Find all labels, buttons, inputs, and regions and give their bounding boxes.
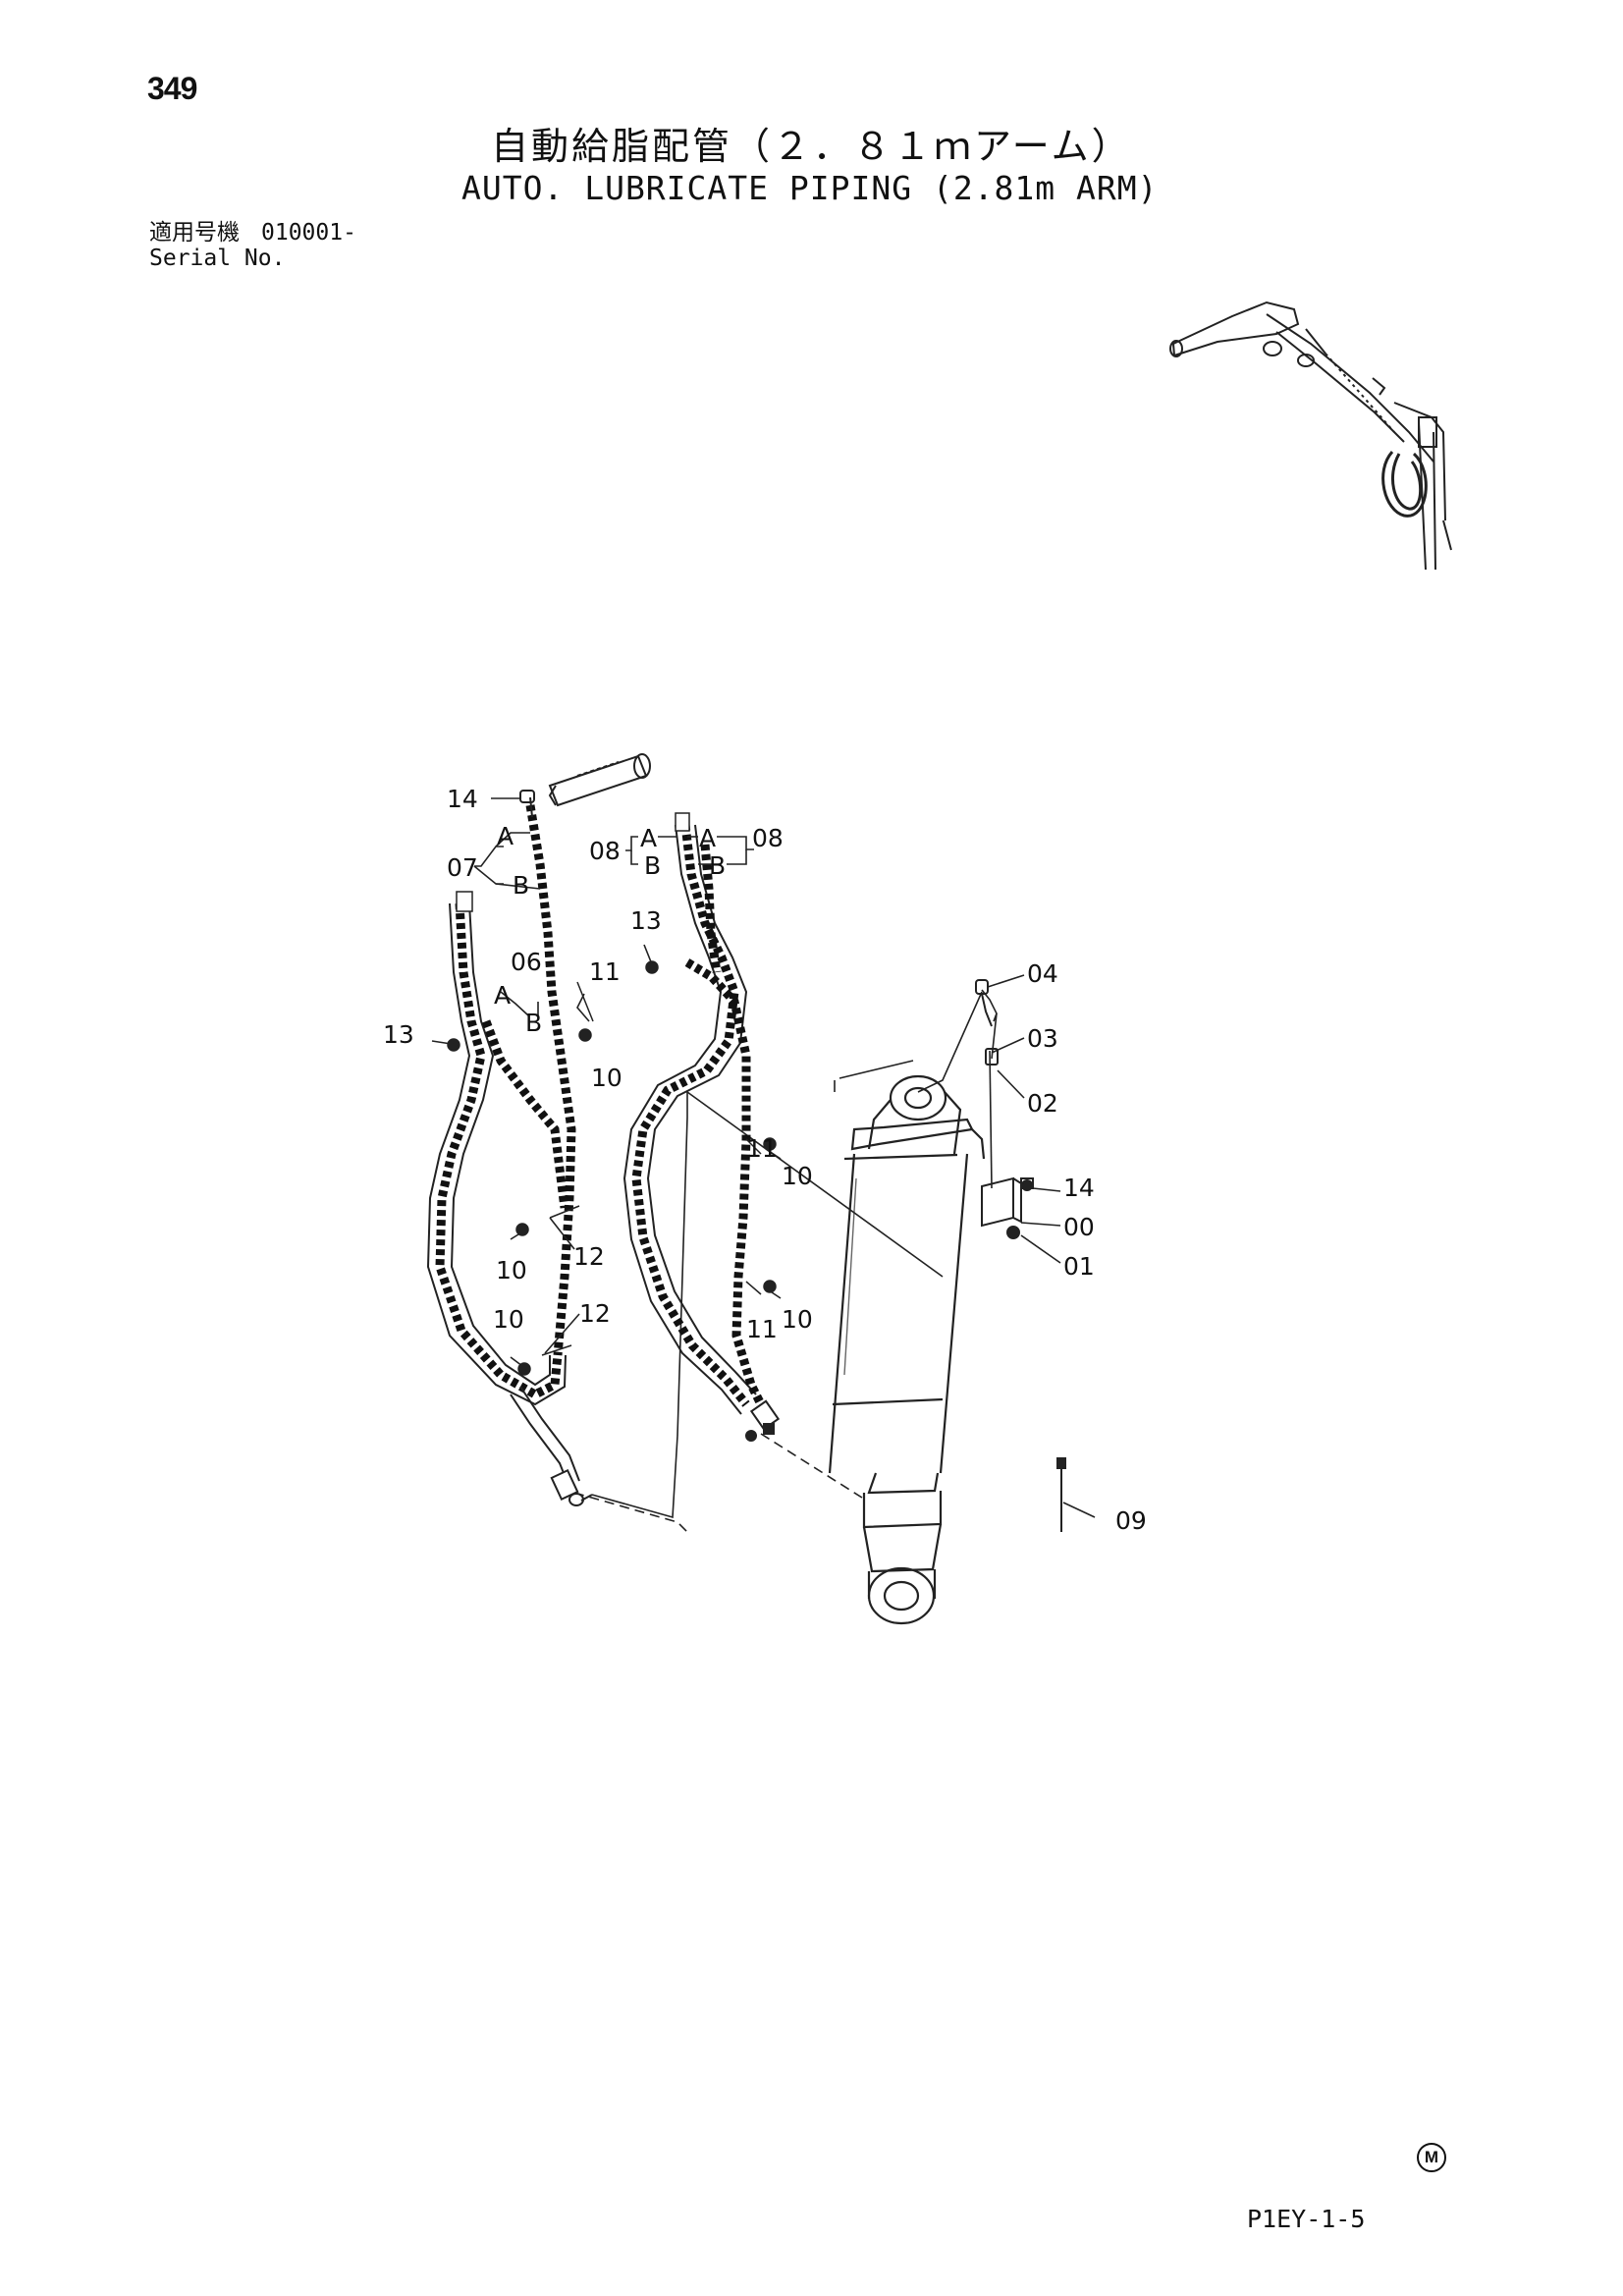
callout-11-bottom: 11 [746,1315,778,1343]
callout-06-a: A [494,981,511,1010]
callout-08-a1: A [640,824,657,852]
callout-04: 04 [1027,959,1058,988]
callout-07-a: A [497,822,514,850]
callout-13-left: 13 [383,1020,414,1049]
callout-00: 00 [1063,1213,1095,1241]
top-pin-cylinder [519,753,651,818]
callout-09: 09 [1115,1506,1147,1535]
drawing-code: P1EY-1-5 [1247,2205,1366,2233]
callout-01: 01 [1063,1252,1095,1281]
callout-08-b1: B [644,851,661,880]
hose-right-outer-casing [622,824,757,1415]
callout-02: 02 [1027,1089,1058,1118]
serial-block: 適用号機 010001- Serial No. [149,220,356,271]
bracket-00 [981,1176,1034,1239]
hose-left-outer-casing [426,902,567,1406]
callout-10-mid: 10 [782,1162,813,1190]
callout-08-b2: B [709,851,726,880]
title-english: AUTO. LUBRICATE PIPING (2.81m ARM) [461,169,1159,207]
callout-labels: 14 07 A B 08 A A B B 08 13 06 A B 11 10 … [383,785,1147,1535]
hose-right-inner [684,844,771,1417]
callout-leaders [431,797,1096,1518]
callout-10-left-bottom: 10 [493,1305,524,1334]
arm-inset-thumbnail [1169,301,1452,571]
callout-07: 07 [447,853,478,882]
hose-left-inner [481,804,576,1356]
callout-10-left-top: 10 [591,1064,622,1092]
callout-10-bottom: 10 [782,1305,813,1334]
serial-value: 010001- [261,220,356,246]
callout-13-top: 13 [630,906,662,935]
callout-06: 06 [511,948,542,976]
grease-fittings [975,979,999,1066]
cable-tie-09 [1056,1457,1066,1532]
hose-right-end [745,1399,781,1442]
callout-08-right: 08 [752,824,784,852]
hose-left-outer [435,902,563,1400]
callout-03: 03 [1027,1024,1058,1053]
callout-14-right: 14 [1063,1174,1095,1202]
callout-06-b: B [525,1009,542,1037]
callout-14-top: 14 [447,785,478,813]
title-japanese: 自動給脂配管（２．８１ｍアーム） [491,125,1132,168]
callout-07-b: B [513,871,529,900]
callout-12-upper: 12 [573,1242,605,1271]
page-number: 349 [147,71,197,106]
serial-label-jp: 適用号機 [149,220,240,246]
callout-10-left-mid: 10 [496,1256,527,1285]
arm-cylinder [828,1074,986,1625]
callout-12-lower: 12 [579,1299,611,1328]
callout-11-left: 11 [589,957,621,986]
callout-08-a2: A [699,824,716,852]
hose-left-end [510,1386,593,1506]
assembly-lines [573,989,998,1533]
callout-08-left: 08 [589,837,621,865]
serial-label-en: Serial No. [149,246,286,271]
fastener-markers [447,812,777,1376]
m-stamp: M [1417,2143,1446,2172]
callout-11-mid: 11 [746,1134,778,1163]
